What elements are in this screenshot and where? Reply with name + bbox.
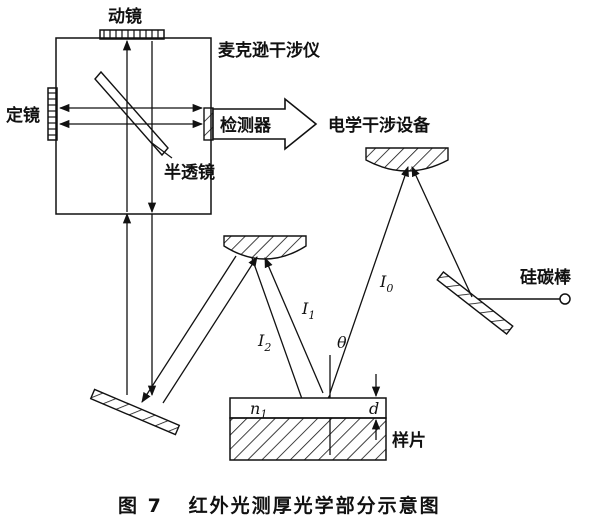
detector-element: [203, 107, 214, 141]
michelson-label: 麦克逊干涉仪: [218, 40, 321, 61]
sample-label: 样片: [392, 430, 426, 451]
svg-text:θ: θ: [337, 333, 347, 352]
moving-mirror-label: 动镜: [108, 6, 142, 27]
right-curved-mirror: [365, 147, 449, 172]
thickness-label: d: [369, 399, 379, 418]
fixed-mirror-label: 定镜: [6, 105, 40, 126]
source-mirror: [436, 270, 514, 336]
interferometer-box: [55, 37, 212, 215]
svg-text:I1: I1: [301, 299, 315, 322]
beam-labels: I0 I1 I2 θ: [257, 272, 393, 354]
beam-splitter: [94, 70, 169, 157]
middle-curved-mirror: [223, 235, 307, 260]
fixed-mirror: [47, 87, 58, 141]
svg-text:I2: I2: [257, 331, 271, 354]
horizontal-beams: [58, 103, 204, 129]
detector-arrow: [212, 97, 318, 151]
detector-label: 检测器: [220, 115, 272, 136]
source-label: 硅碳棒: [520, 267, 572, 288]
electronics-label: 电学干涉设备: [328, 115, 431, 136]
moving-mirror: [99, 29, 165, 40]
figure-caption: 图 7 红外光测厚光学部分示意图: [118, 494, 441, 517]
svg-text:I0: I0: [379, 272, 393, 295]
source-point: [559, 293, 571, 305]
lower-flat-mirror: [89, 388, 181, 436]
n1-label: n1: [250, 399, 267, 421]
beam-splitter-label: 半透镜: [164, 162, 215, 183]
sample: [229, 397, 387, 461]
beam-splitter-leader: [151, 142, 173, 159]
interferometer-beams: [122, 39, 157, 397]
